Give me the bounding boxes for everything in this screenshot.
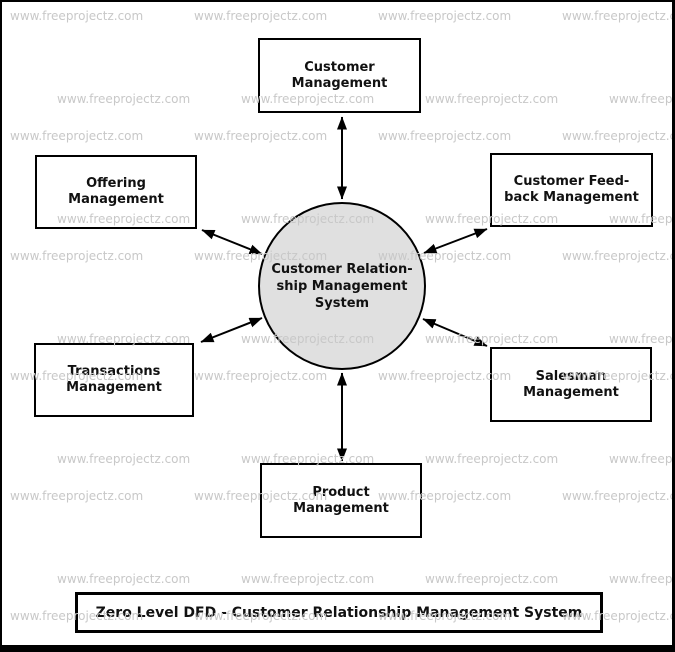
entity-label: Customer <box>304 59 375 75</box>
arrow-transactions-process <box>200 317 263 343</box>
arrow-offering-process <box>201 229 263 255</box>
entity-label: Management <box>293 500 389 516</box>
entity-offering-management: Offering Management <box>35 155 197 229</box>
entity-salesman-management: Salesman Management <box>490 347 652 422</box>
process-crm-system: Customer Relation- ship Management Syste… <box>258 202 426 370</box>
entity-transactions-management: Transactions Management <box>34 343 194 417</box>
entity-product-management: Product Management <box>260 463 422 538</box>
entity-label: Management <box>523 384 619 400</box>
entity-customer-feedback-management: Customer Feed- back Management <box>490 153 653 227</box>
diagram-title-box: Zero Level DFD - Customer Relationship M… <box>75 592 603 633</box>
arrow-salesman-process <box>422 318 488 347</box>
process-label: Customer Relation- <box>271 261 413 277</box>
entity-label: Management <box>291 75 388 91</box>
process-label: ship Management <box>276 278 408 294</box>
entity-label: Customer Feed- <box>513 174 630 189</box>
entity-label: Management <box>66 380 162 395</box>
process-label: System <box>314 295 370 311</box>
entity-label: Management <box>68 192 164 207</box>
entity-label: Salesman <box>535 368 607 384</box>
entity-label: Product <box>312 484 370 500</box>
entity-label: Offering <box>86 176 146 191</box>
diagram-title: Zero Level DFD - Customer Relationship M… <box>95 604 583 621</box>
entity-label: back Management <box>504 190 639 205</box>
entity-customer-management: Customer Management <box>258 38 421 113</box>
arrow-feedback-process <box>423 228 488 254</box>
entity-label: Transactions <box>67 364 161 379</box>
